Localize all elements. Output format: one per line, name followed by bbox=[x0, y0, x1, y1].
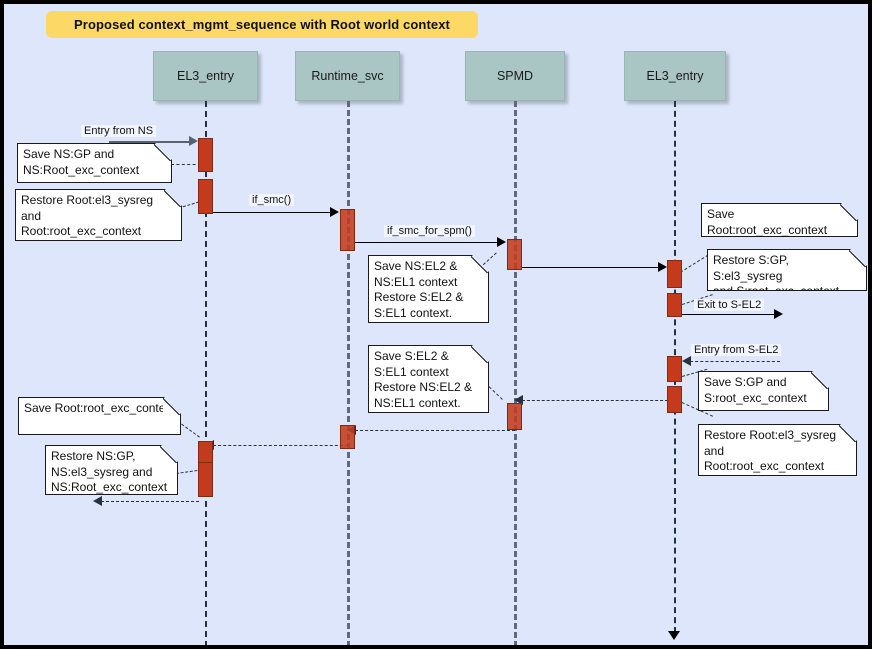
note-save-s-el2-restore-ns-el2: Save S:EL2 & S:EL1 context Restore NS:EL… bbox=[368, 345, 489, 413]
activation-spmd-1 bbox=[507, 239, 522, 270]
message-line-el3-right-to-spmd bbox=[522, 400, 668, 401]
message-line-spmd-to-el3-right bbox=[522, 267, 658, 268]
note-connector bbox=[171, 164, 201, 165]
arrow-head-icon bbox=[189, 136, 198, 146]
lifeline-el3-entry-left bbox=[205, 101, 207, 645]
activation-el3-entry-left-1 bbox=[198, 138, 213, 172]
message-line-exit-to-s-el2 bbox=[682, 314, 778, 315]
activation-el3-entry-right-3 bbox=[667, 356, 682, 382]
diagram-title: Proposed context_mgmt_sequence with Root… bbox=[74, 17, 450, 32]
note-fold-corner-icon bbox=[839, 425, 856, 442]
note-fold-corner-icon bbox=[164, 190, 181, 207]
activation-el3-entry-right-2 bbox=[667, 293, 682, 317]
message-label-if-smc-for-spm: if_smc_for_spm() bbox=[384, 225, 475, 237]
arrow-head-icon bbox=[330, 207, 339, 217]
activation-el3-entry-right-1 bbox=[667, 260, 682, 288]
note-fold-corner-icon bbox=[160, 446, 177, 463]
arrow-head-icon bbox=[93, 496, 102, 506]
diagram-title-banner: Proposed context_mgmt_sequence with Root… bbox=[46, 11, 478, 38]
message-line-if-smc bbox=[213, 212, 330, 213]
note-fold-corner-icon bbox=[154, 144, 171, 161]
activation-runtime-svc-1 bbox=[340, 209, 355, 251]
note-save-root-exc-context-right: Save Root:root_exc_context bbox=[701, 203, 858, 237]
message-line-entry-from-ns bbox=[109, 141, 195, 143]
note-save-s-gp: Save S:GP and S:root_exc_context bbox=[698, 371, 829, 411]
activation-el3-entry-right-4 bbox=[667, 386, 682, 413]
message-label-entry-from-s-el2: Entry from S-EL2 bbox=[691, 344, 782, 356]
arrow-head-icon bbox=[774, 309, 783, 319]
activation-el3-entry-left-2 bbox=[198, 179, 213, 214]
arrow-head-icon bbox=[658, 262, 667, 272]
note-fold-corner-icon bbox=[849, 250, 866, 267]
participant-label: SPMD bbox=[496, 69, 534, 83]
note-save-ns-el2-restore-s-el2: Save NS:EL2 & NS:EL1 context Restore S:E… bbox=[368, 255, 489, 323]
message-label-exit-to-s-el2: Exit to S-EL2 bbox=[694, 299, 765, 311]
participant-label: EL3_entry bbox=[646, 69, 704, 83]
message-line-entry-from-s-el2 bbox=[690, 361, 780, 362]
message-line-if-smc-for-spm bbox=[355, 242, 497, 243]
message-line-runtime-svc-to-el3-left bbox=[213, 445, 348, 446]
note-fold-corner-icon bbox=[471, 346, 488, 363]
participant-runtime-svc[interactable]: Runtime_svc bbox=[295, 51, 400, 101]
note-restore-ns-gp: Restore NS:GP, NS:el3_sysreg and NS:Root… bbox=[45, 445, 178, 495]
lifeline-end-arrow-icon bbox=[668, 631, 680, 640]
lifeline-spmd bbox=[514, 101, 517, 645]
note-fold-corner-icon bbox=[811, 372, 828, 389]
note-restore-s-gp: Restore S:GP, S:el3_sysreg and S:root_ex… bbox=[707, 249, 867, 291]
participant-label: Runtime_svc bbox=[311, 69, 384, 83]
activation-el3-entry-left-4 bbox=[198, 462, 213, 497]
note-save-ns-gp: Save NS:GP and NS:Root_exc_context bbox=[17, 143, 172, 183]
note-fold-corner-icon bbox=[471, 256, 488, 273]
note-restore-root-el3-sysreg-right: Restore Root:el3_sysreg and Root:root_ex… bbox=[698, 424, 857, 476]
note-restore-root-el3-sysreg: Restore Root:el3_sysreg and Root:root_ex… bbox=[15, 189, 182, 241]
lifeline-runtime-svc bbox=[347, 101, 350, 645]
activation-spmd-2 bbox=[507, 403, 522, 430]
message-line-el3-left-exit bbox=[101, 501, 199, 502]
arrow-head-icon bbox=[682, 356, 691, 366]
note-save-root-exc-context-left: Save Root:root_exc_context bbox=[18, 397, 181, 435]
message-label-if-smc: if_smc() bbox=[249, 194, 295, 206]
activation-runtime-svc-2 bbox=[340, 425, 355, 449]
participant-spmd[interactable]: SPMD bbox=[465, 51, 565, 101]
activation-el3-entry-left-3 bbox=[198, 441, 213, 463]
message-line-spmd-to-runtime-svc bbox=[355, 430, 515, 431]
participant-el3-entry-right[interactable]: EL3_entry bbox=[624, 51, 726, 101]
note-fold-corner-icon bbox=[840, 204, 857, 221]
participant-label: EL3_entry bbox=[177, 69, 234, 83]
participant-el3-entry-left[interactable]: EL3_entry bbox=[153, 51, 258, 101]
arrow-head-icon bbox=[514, 395, 523, 405]
arrow-head-icon bbox=[497, 237, 506, 247]
note-fold-corner-icon bbox=[163, 398, 180, 415]
message-label-entry-from-ns: Entry from NS bbox=[81, 125, 157, 137]
